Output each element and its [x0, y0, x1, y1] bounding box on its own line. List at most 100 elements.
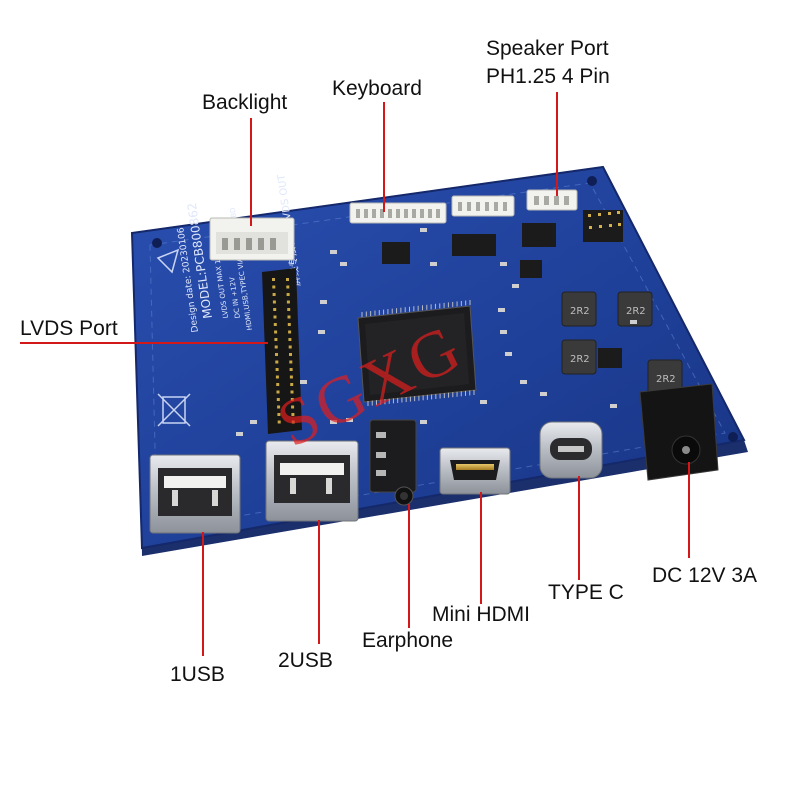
aux-connector — [451, 195, 515, 217]
keyboard-connector — [349, 202, 447, 224]
smd-part — [236, 432, 243, 436]
smd-part — [540, 392, 547, 396]
lvds-pin — [274, 330, 278, 334]
leader-mini-hdmi — [480, 492, 482, 604]
leader-2usb — [318, 520, 320, 644]
label-keyboard: Keyboard — [332, 77, 422, 100]
small-ic — [382, 242, 410, 264]
smd-part — [630, 320, 637, 324]
smd-part — [300, 380, 307, 384]
smd-part — [500, 330, 507, 334]
label-type-c: TYPE C — [548, 581, 624, 604]
lvds-pin — [273, 308, 277, 311]
lvds-pin — [273, 323, 277, 326]
lvds-pin — [291, 420, 295, 424]
svg-text:2R2: 2R2 — [626, 306, 646, 317]
leader-1usb — [202, 532, 204, 656]
lvds-pin — [272, 278, 275, 281]
dc-jack — [639, 383, 719, 481]
label-1usb: 1USB — [170, 663, 225, 686]
mounting-hole — [728, 432, 738, 442]
label-speaker-port: Speaker Port — [486, 37, 609, 60]
lvds-pin — [275, 353, 278, 356]
smd-part — [512, 284, 519, 288]
usb1-port — [149, 454, 241, 534]
small-ic — [598, 348, 622, 368]
lvds-pin — [289, 375, 293, 379]
main-ic — [357, 300, 477, 406]
smd-part — [520, 380, 527, 384]
smd-part — [340, 262, 347, 266]
svg-text:2R2: 2R2 — [570, 354, 590, 365]
lvds-pin — [276, 398, 280, 401]
logo-triangle — [156, 248, 180, 274]
smd-part — [318, 330, 325, 334]
lvds-pin — [289, 360, 293, 364]
lvds-pin — [275, 375, 279, 379]
lvds-pin — [272, 300, 276, 304]
leader-type-c — [578, 476, 580, 580]
inductor: 2R2 — [617, 291, 653, 327]
smd-part — [330, 420, 337, 424]
lvds-pin — [286, 300, 290, 304]
lvds-pin — [287, 315, 291, 319]
smd-part — [250, 420, 257, 424]
lvds-pin — [291, 413, 295, 416]
lvds-pin — [277, 413, 281, 416]
leader-lvds — [20, 342, 268, 344]
lvds-pin — [288, 330, 292, 334]
leader-backlight — [250, 118, 252, 226]
lvds-pin — [277, 405, 281, 409]
small-ic — [452, 234, 496, 256]
lvds-pin — [288, 338, 292, 341]
lvds-pin — [290, 383, 294, 386]
leader-dc — [688, 462, 690, 558]
speaker-connector — [526, 189, 578, 211]
small-ic — [520, 260, 542, 278]
lvds-pin — [291, 405, 295, 409]
smd-part — [480, 400, 487, 404]
backlight-connector — [209, 217, 295, 261]
lvds-pin — [273, 315, 277, 319]
smd-components — [236, 228, 637, 436]
inductor: 2R2 — [561, 339, 597, 375]
lvds-pin — [286, 278, 289, 281]
small-ic — [522, 223, 556, 247]
label-earphone: Earphone — [362, 629, 454, 652]
lvds-pin — [286, 293, 290, 296]
lvds-pin — [290, 390, 294, 394]
leader-speaker — [556, 92, 558, 196]
lvds-pin — [287, 308, 291, 311]
smd-part — [498, 308, 505, 312]
lvds-pin — [275, 360, 279, 364]
earphone-jack — [369, 419, 417, 506]
smd-part — [420, 228, 427, 232]
lvds-pin — [277, 420, 281, 424]
label-2usb: 2USB — [278, 649, 333, 672]
smd-part — [610, 404, 617, 408]
svg-text:2R2: 2R2 — [570, 306, 590, 317]
mounting-hole — [152, 238, 162, 248]
lvds-pin — [290, 398, 294, 401]
smd-part — [420, 420, 427, 424]
pcb-silk-border — [149, 182, 726, 531]
mounting-hole — [587, 176, 597, 186]
lvds-pin — [286, 285, 290, 289]
inductor: 2R2 — [561, 291, 597, 327]
lvds-pin — [276, 383, 280, 386]
lvds-pin — [289, 368, 293, 371]
mini-hdmi-port — [439, 447, 511, 495]
label-dc: DC 12V 3A — [652, 564, 758, 587]
lvds-pin — [272, 285, 276, 289]
lvds-pin — [276, 390, 280, 394]
smd-part — [505, 352, 512, 356]
smd-part — [330, 250, 337, 254]
lvds-pin — [287, 323, 291, 326]
lvds-pin — [274, 345, 278, 349]
type-c-port — [539, 421, 603, 479]
recycle-bin-icon — [157, 393, 191, 427]
label-speaker-pin: PH1.25 4 Pin — [486, 65, 610, 88]
leader-keyboard — [383, 102, 385, 212]
label-lvds-port: LVDS Port — [20, 317, 118, 340]
